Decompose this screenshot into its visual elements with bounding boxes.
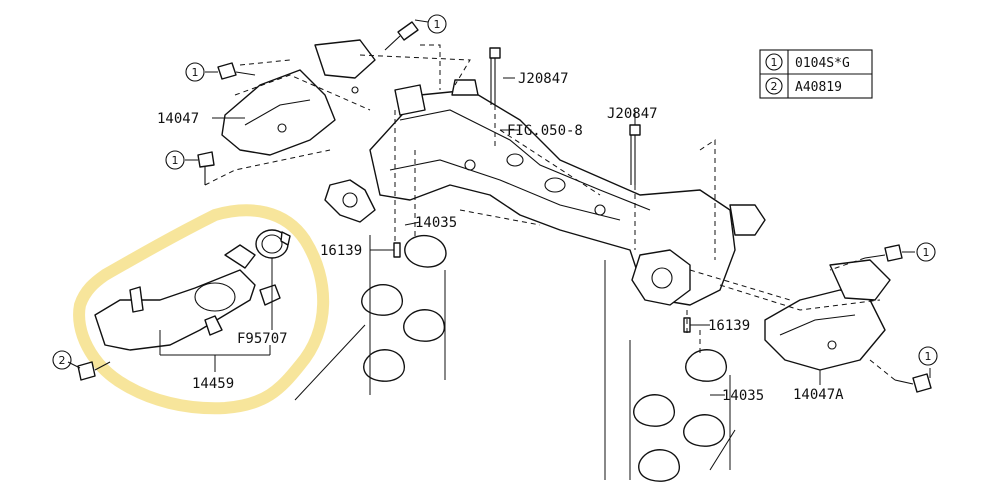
gasket-right-14035 — [633, 349, 727, 482]
intake-manifold — [324, 79, 766, 306]
assembly-lines — [204, 44, 896, 381]
label-cover-left: 14047 — [157, 111, 199, 127]
callout-left-b: 1 — [172, 154, 179, 167]
label-duct: 14459 — [192, 376, 234, 392]
callout-right-b: 1 — [925, 350, 932, 363]
stud-16139-left — [393, 242, 401, 258]
bolt-right-b — [894, 373, 932, 393]
label-bolt-top: J20847 — [518, 71, 569, 87]
legend-code-1: 0104S*G — [795, 56, 850, 71]
bolt-left-a — [217, 62, 256, 80]
label-gasket-right: 14035 — [722, 388, 764, 404]
leader-lines — [67, 19, 931, 396]
label-bolt-right: J20847 — [607, 106, 658, 122]
air-intake-duct — [94, 244, 281, 351]
label-fig-ref: FIG.050-8 — [507, 123, 583, 139]
callout-top: 1 — [434, 18, 441, 31]
bolt-top-left — [384, 21, 419, 51]
cover-right-14047A — [764, 259, 891, 371]
bolt-right-a — [864, 244, 903, 262]
bolt-j20847-top — [489, 47, 501, 105]
label-cover-right: 14047A — [793, 387, 844, 403]
legend-code-2: A40819 — [795, 80, 842, 95]
legend-marker-1: 1 — [771, 56, 778, 69]
legend-table: 1 0104S*G 2 A40819 — [759, 49, 873, 99]
duct-highlight — [73, 204, 330, 415]
gasket-left-14035 — [361, 234, 447, 382]
label-stud-right: 16139 — [708, 318, 750, 334]
label-gasket-left: 14035 — [415, 215, 457, 231]
hose-clamp — [255, 229, 291, 259]
legend-marker-2: 2 — [771, 80, 778, 93]
bolt-j20847-right — [629, 124, 641, 185]
callout-left-a: 1 — [192, 66, 199, 79]
callout-circles: 1 1 1 1 1 2 — [52, 14, 938, 370]
label-stud-left: 16139 — [320, 243, 362, 259]
callout-bolt-2: 2 — [59, 354, 66, 367]
callout-right-a: 1 — [923, 246, 930, 259]
bolt-left-b — [197, 151, 215, 185]
cover-left-14047 — [221, 39, 376, 156]
part-labels: J20847 FIG.050-8 J20847 14047 14035 1613… — [157, 71, 844, 404]
bolt-2 — [77, 361, 111, 381]
label-clamp: F95707 — [237, 331, 288, 347]
guide-lines — [294, 235, 736, 480]
